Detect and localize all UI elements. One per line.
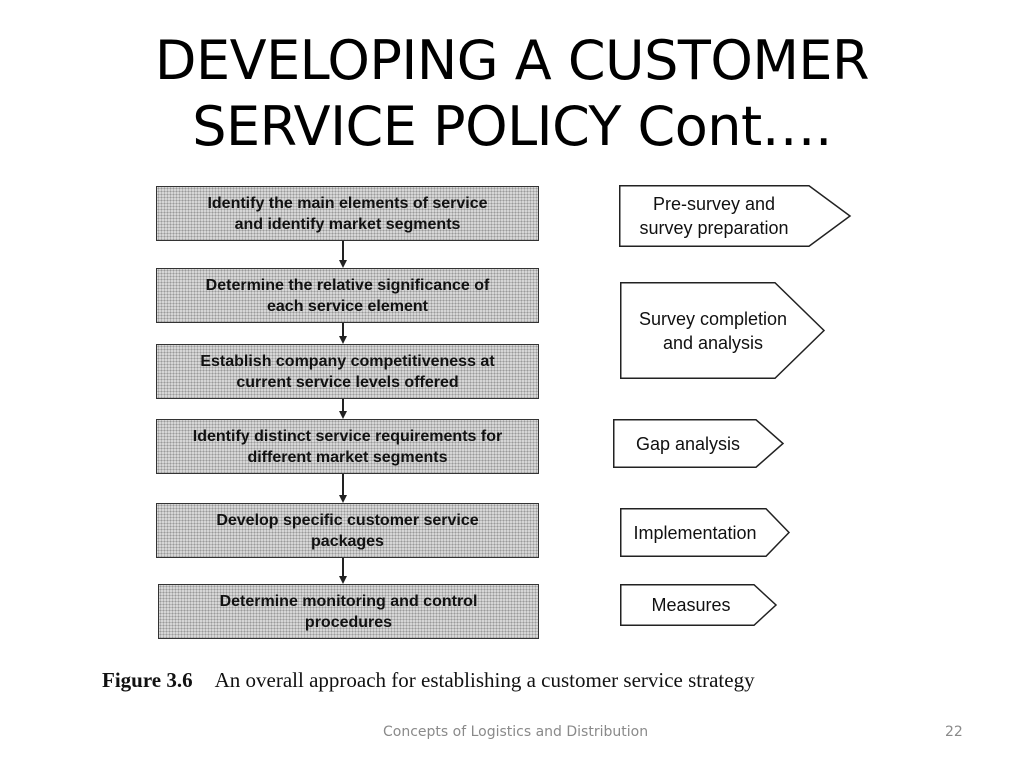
figure-caption-text: An overall approach for establishing a c…: [214, 668, 755, 692]
connector-arrow-2: [342, 323, 344, 336]
phase-5-label: Measures: [651, 595, 731, 615]
step-box-6: Determine monitoring and control procedu…: [158, 584, 539, 639]
phase-arrow-5: Measures: [620, 584, 778, 626]
phase-2-line-2: and analysis: [662, 332, 764, 353]
pentagon-arrow-shape: [620, 282, 826, 379]
connector-arrow-3: [342, 399, 344, 411]
pentagon-arrow-shape: [619, 185, 852, 247]
phase-4-label: Implementation: [633, 522, 757, 543]
step-4-line-2: different market segments: [247, 448, 448, 466]
step-5-line-1: Develop specific customer service: [216, 511, 479, 529]
connector-arrow-4: [342, 474, 344, 495]
slide-page-number: 22: [945, 724, 963, 740]
arrow-down-icon: [339, 576, 347, 584]
step-3-line-2: current service levels offered: [236, 373, 459, 391]
step-2-line-1: Determine the relative significance of: [205, 276, 490, 294]
phase-1-line-1: Pre-survey and: [652, 194, 776, 214]
figure-caption-label: Figure 3.6: [102, 668, 193, 692]
connector-arrow-5: [342, 558, 344, 576]
step-5-line-2: packages: [311, 532, 384, 550]
phase-arrow-1: Pre-survey and survey preparation: [619, 185, 852, 247]
figure-caption: Figure 3.6 An overall approach for establ…: [102, 668, 755, 693]
arrow-down-icon: [339, 260, 347, 268]
step-box-1: Identify the main elements of service an…: [156, 186, 539, 241]
slide-footer-text: Concepts of Logistics and Distribution: [383, 724, 649, 740]
step-box-2: Determine the relative significance of e…: [156, 268, 539, 323]
connector-arrow-1: [342, 241, 344, 260]
step-6-line-1: Determine monitoring and control: [219, 592, 478, 610]
step-1-line-2: and identify market segments: [234, 215, 461, 233]
step-1-line-1: Identify the main elements of service: [207, 194, 488, 212]
slide-title-line-2: SERVICE POLICY Cont….: [192, 95, 832, 158]
step-2-line-2: each service element: [267, 297, 428, 315]
phase-2-line-1: Survey completion: [638, 308, 788, 329]
step-3-line-1: Establish company competitiveness at: [200, 352, 495, 370]
step-box-5: Develop specific customer service packag…: [156, 503, 539, 558]
phase-arrow-4: Implementation: [620, 508, 791, 557]
arrow-down-icon: [339, 411, 347, 419]
pentagon-arrow-shape: [620, 508, 791, 557]
pentagon-arrow-shape: [613, 419, 785, 468]
slide-title-line-1: DEVELOPING A CUSTOMER: [154, 29, 870, 92]
phase-1-line-2: survey preparation: [639, 218, 789, 238]
step-box-3: Establish company competitiveness at cur…: [156, 344, 539, 399]
phase-arrow-3: Gap analysis: [613, 419, 785, 468]
arrow-down-icon: [339, 336, 347, 344]
slide-title: DEVELOPING A CUSTOMER SERVICE POLICY Con…: [0, 28, 1024, 160]
step-4-line-1: Identify distinct service requirements f…: [192, 427, 503, 445]
arrow-down-icon: [339, 495, 347, 503]
phase-arrow-2: Survey completion and analysis: [620, 282, 826, 379]
phase-3-label: Gap analysis: [635, 433, 741, 454]
pentagon-arrow-shape: [620, 584, 778, 626]
step-box-4: Identify distinct service requirements f…: [156, 419, 539, 474]
step-6-line-2: procedures: [304, 613, 393, 631]
